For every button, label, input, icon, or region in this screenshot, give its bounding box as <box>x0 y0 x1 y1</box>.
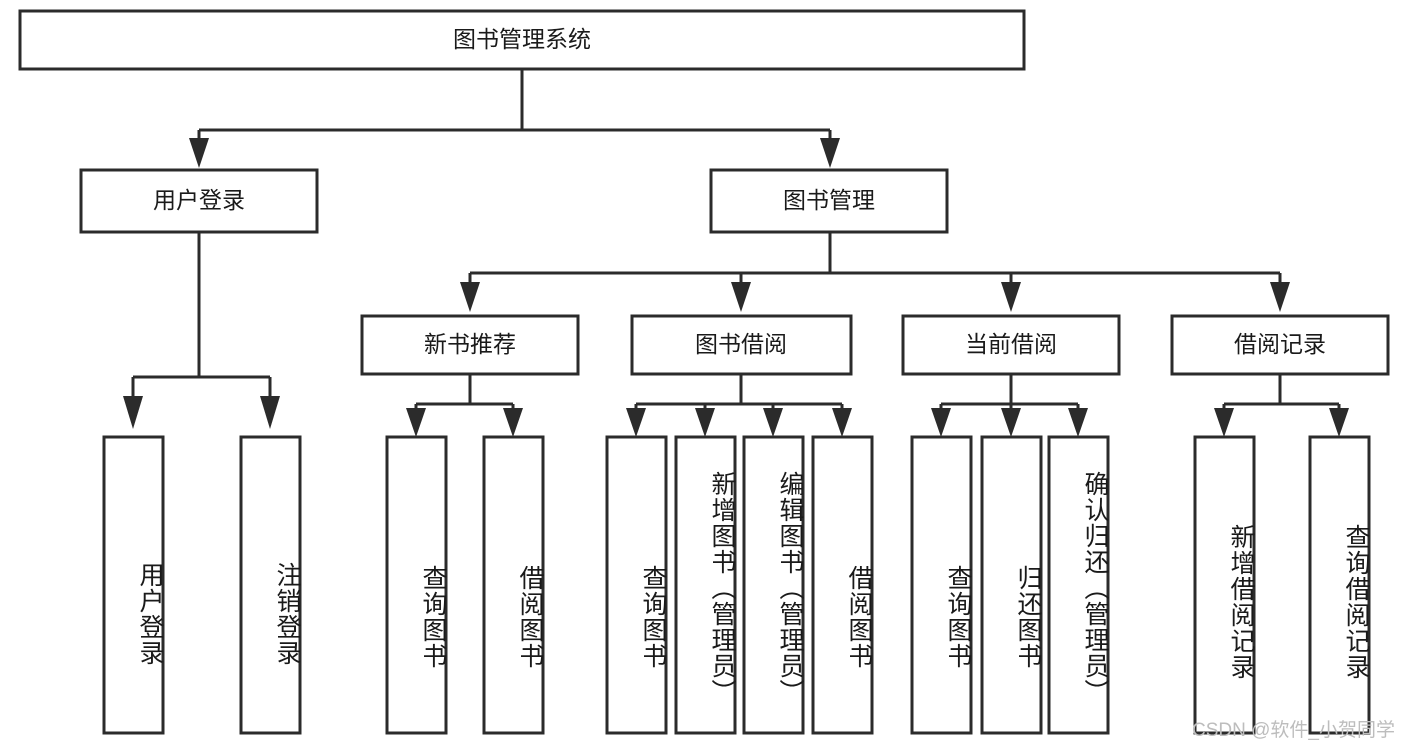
leaf-box-query-borrow-record[interactable] <box>1308 435 1371 735</box>
node-book-borrow-box[interactable] <box>630 314 853 376</box>
leaf-box-add-borrow-record[interactable] <box>1193 435 1256 735</box>
leaf-box-confirm-return-admin[interactable] <box>1047 435 1110 735</box>
arrowhead-icon <box>931 408 951 437</box>
node-book-management-label: 图书管理 <box>783 187 875 213</box>
leaf-box-add-book-admin[interactable] <box>674 435 737 735</box>
node-current-borrow-label: 当前借阅 <box>965 331 1057 357</box>
node-borrow-record-box[interactable] <box>1170 314 1390 376</box>
node-new-book-recommend-label: 新书推荐 <box>424 331 516 357</box>
arrowhead-icon <box>626 408 646 437</box>
leaf-box-logout[interactable] <box>239 435 302 735</box>
connector-user-login-to-leaves <box>123 232 280 429</box>
arrowhead-icon <box>1068 408 1088 437</box>
arrowhead-icon <box>503 408 523 437</box>
arrowhead-icon <box>123 396 143 429</box>
leaf-box-user-login[interactable] <box>102 435 165 735</box>
connector-root-to-level2 <box>189 69 840 168</box>
arrowhead-icon <box>1001 408 1021 437</box>
connector-new-book-recommend-to-leaves <box>406 374 523 437</box>
connector-book-management-to-level3 <box>460 232 1290 312</box>
arrowhead-icon <box>1001 282 1021 312</box>
connector-current-borrow-to-leaves <box>931 374 1088 437</box>
arrowhead-icon <box>406 408 426 437</box>
node-new-book-recommend-box[interactable] <box>360 314 580 376</box>
node-root-book-management-system[interactable]: 图书管理系统 <box>18 9 1026 71</box>
leaf-box-return-book[interactable] <box>980 435 1043 735</box>
node-user-login-box[interactable] <box>79 168 319 234</box>
node-book-management[interactable]: 图书管理 <box>709 168 949 234</box>
node-borrow-record-label: 借阅记录 <box>1234 331 1326 357</box>
node-book-borrow[interactable]: 图书借阅 <box>630 314 853 376</box>
arrowhead-icon <box>1329 408 1349 437</box>
node-user-login-label: 用户登录 <box>153 187 245 213</box>
arrowhead-icon <box>820 138 840 168</box>
leaf-box-edit-book-admin[interactable] <box>742 435 805 735</box>
node-root-label: 图书管理系统 <box>453 26 591 52</box>
node-book-borrow-label: 图书借阅 <box>695 331 787 357</box>
arrowhead-icon <box>763 408 783 437</box>
leaf-box-query-book-bb[interactable] <box>605 435 668 735</box>
connector-book-borrow-to-leaves <box>626 374 852 437</box>
node-book-management-box[interactable] <box>709 168 949 234</box>
leaf-box-borrow-book-nbr[interactable] <box>482 435 545 735</box>
arrowhead-icon <box>731 282 751 312</box>
node-current-borrow-box[interactable] <box>901 314 1121 376</box>
leaf-box-query-book-nbr[interactable] <box>385 435 448 735</box>
arrowhead-icon <box>460 282 480 312</box>
arrowhead-icon <box>260 396 280 429</box>
arrowhead-icon <box>832 408 852 437</box>
node-borrow-record[interactable]: 借阅记录 <box>1170 314 1390 376</box>
leaf-box-query-book-cb[interactable] <box>910 435 973 735</box>
node-root-box[interactable] <box>18 9 1026 71</box>
leaf-box-borrow-book-bb[interactable] <box>811 435 874 735</box>
arrowhead-icon <box>1270 282 1290 312</box>
arrowhead-icon <box>695 408 715 437</box>
arrowhead-icon <box>189 138 209 168</box>
node-current-borrow[interactable]: 当前借阅 <box>901 314 1121 376</box>
arrowhead-icon <box>1214 408 1234 437</box>
node-user-login[interactable]: 用户登录 <box>79 168 319 234</box>
node-new-book-recommend[interactable]: 新书推荐 <box>360 314 580 376</box>
connector-borrow-record-to-leaves <box>1214 374 1349 437</box>
